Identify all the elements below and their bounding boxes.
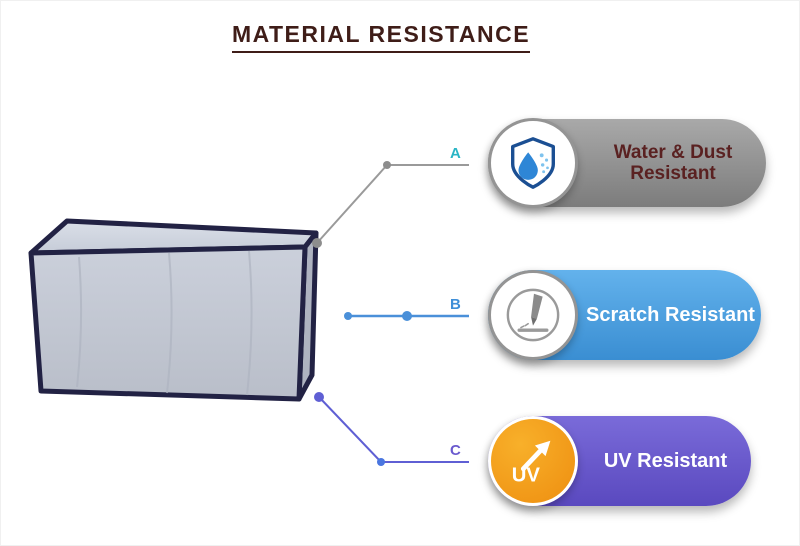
badge-water-dust-label: Water & Dust Resistant <box>614 142 733 185</box>
engraver-scratch-icon <box>488 270 578 360</box>
badge-water-dust-label-line2: Resistant <box>630 163 716 184</box>
badge-uv-label: UV Resistant <box>603 449 728 472</box>
callout-dot-a2 <box>383 161 391 169</box>
callout-label-c: C <box>450 442 461 459</box>
shield-water-drop-icon <box>488 118 578 208</box>
callout-line-a <box>316 164 469 244</box>
page-title-text: MATERIAL RESISTANCE <box>231 21 531 53</box>
callout-dot-b2 <box>402 311 412 321</box>
callout-label-b: B <box>450 296 461 313</box>
badge-uv: UV UV Resistant <box>488 416 751 506</box>
uv-sun-arrow-icon: UV <box>488 416 578 506</box>
callout-dot-b1 <box>344 312 352 320</box>
product-cover-illustration <box>28 218 319 402</box>
badge-water-dust: Water & Dust Resistant <box>488 118 766 208</box>
cover-front-face <box>28 244 308 402</box>
engraver-scratch-icon-svg <box>506 288 560 342</box>
uv-sun-arrow-icon-svg: UV <box>512 440 551 486</box>
badge-scratch: Scratch Resistant <box>488 270 761 360</box>
badge-water-dust-label-line1: Water & Dust <box>613 141 733 163</box>
callout-line-c <box>318 396 469 463</box>
uv-icon-text: UV <box>512 464 541 486</box>
page-title: MATERIAL RESISTANCE <box>1 21 761 53</box>
callout-dot-c2 <box>377 458 385 466</box>
callout-label-a: A <box>450 145 461 162</box>
badge-scratch-label: Scratch Resistant <box>586 303 755 326</box>
shield-water-drop-icon-svg <box>511 137 555 189</box>
